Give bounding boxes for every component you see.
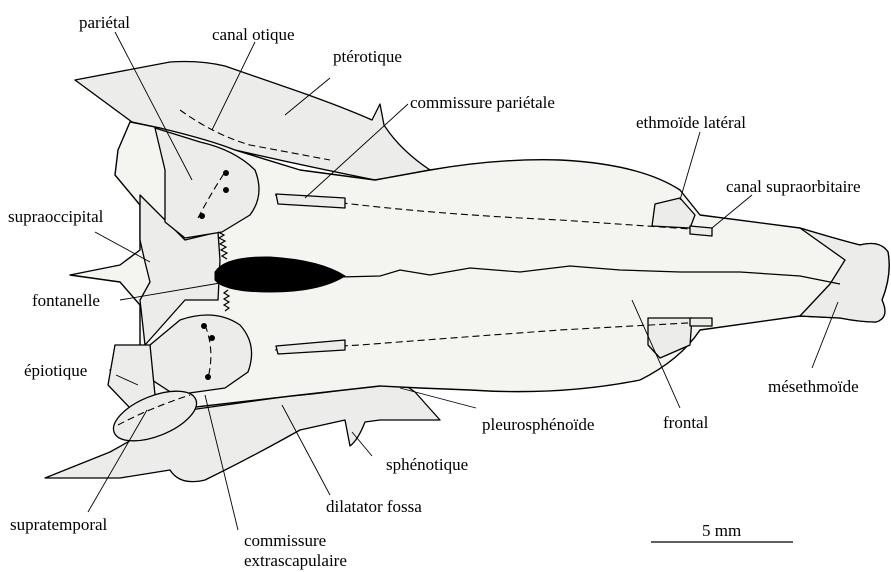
label-commissure-parietale: commissure pariétale	[410, 93, 555, 112]
ethmoide-lateral-lower	[648, 318, 692, 358]
label-ethmoide-lateral: ethmoïde latéral	[636, 113, 746, 132]
label-supratemporal: supratemporal	[10, 515, 108, 534]
scale-bar-label: 5 mm	[702, 521, 741, 540]
label-supraoccipital: supraoccipital	[8, 207, 104, 226]
label-epiotique: épiotique	[24, 361, 87, 380]
label-pterotique: ptérotique	[333, 47, 402, 66]
supraorbital-tube-upper	[690, 226, 712, 236]
label-canal-otique: canal otique	[212, 25, 295, 44]
label-sphenotique: sphénotique	[386, 455, 468, 474]
label-frontal: frontal	[663, 413, 709, 432]
skull-body	[45, 62, 889, 482]
label-parietal: pariétal	[79, 13, 130, 32]
supraorbital-tube-lower	[690, 318, 712, 326]
label-commissure-extrascapulaire-2: extrascapulaire	[244, 551, 347, 570]
label-commissure-extrascapulaire-1: commissure	[244, 531, 326, 550]
label-pleurosphenoide: pleurosphénoïde	[482, 415, 594, 434]
label-canal-supraorbitaire: canal supraorbitaire	[726, 177, 861, 196]
scale-bar: 5 mm	[651, 521, 793, 542]
label-dilatator-fossa: dilatator fossa	[326, 497, 422, 516]
label-fontanelle: fontanelle	[32, 291, 100, 310]
label-mesethmoide: mésethmoïde	[768, 377, 859, 396]
